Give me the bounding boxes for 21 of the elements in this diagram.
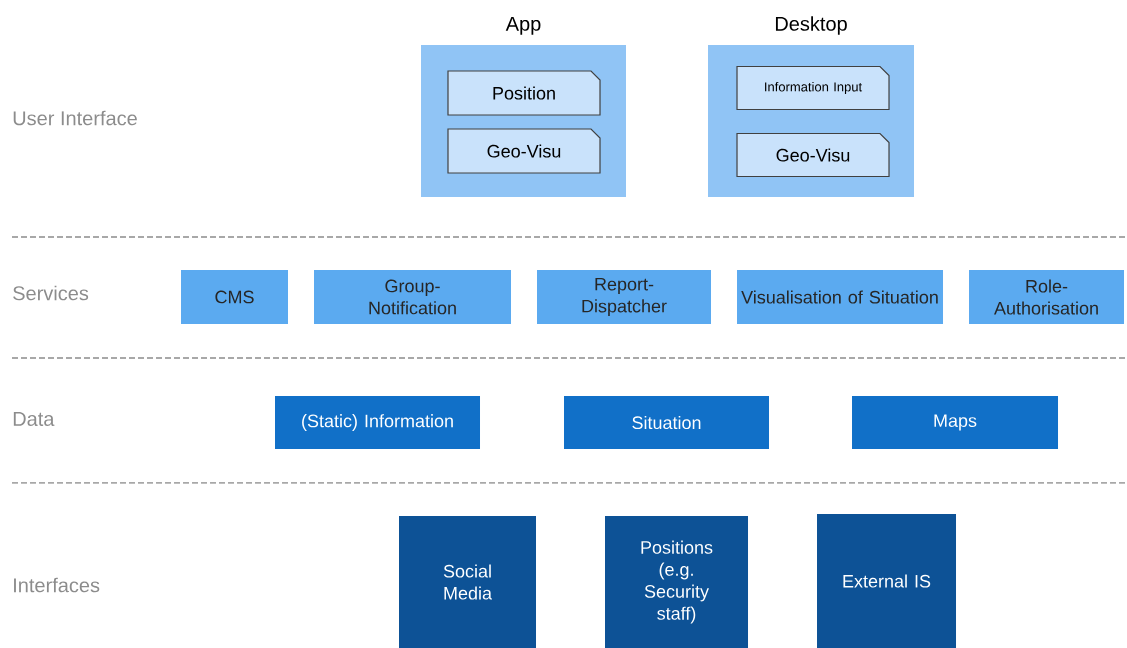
note-box: Position bbox=[447, 70, 601, 116]
data-box: Maps bbox=[852, 396, 1058, 449]
service-box: Group-Notification bbox=[314, 270, 511, 324]
interface-box: External IS bbox=[817, 514, 956, 648]
data-box: Situation bbox=[564, 396, 769, 449]
interface-box: Positions (e.g. Security staff) bbox=[605, 516, 748, 648]
service-box: Report-Dispatcher bbox=[537, 270, 711, 324]
note-box: Geo-Visu bbox=[736, 132, 890, 178]
service-box: Role-Authorisation bbox=[969, 270, 1124, 324]
node-label: App bbox=[505, 16, 541, 35]
node-label: Desktop bbox=[775, 16, 847, 35]
layer-label: Interfaces bbox=[14, 577, 100, 593]
layer-label: Services bbox=[13, 285, 89, 301]
note-box: Information Input bbox=[736, 65, 890, 111]
interface-box: Social Media bbox=[399, 516, 536, 648]
data-box: (Static) Information bbox=[275, 396, 480, 449]
layer-label: User Interface bbox=[13, 110, 137, 126]
note-box: Geo-Visu bbox=[447, 128, 601, 174]
service-box: Visualisation of Situation bbox=[737, 270, 943, 324]
service-box: CMS bbox=[181, 270, 288, 324]
layer-label: Data bbox=[13, 412, 55, 426]
